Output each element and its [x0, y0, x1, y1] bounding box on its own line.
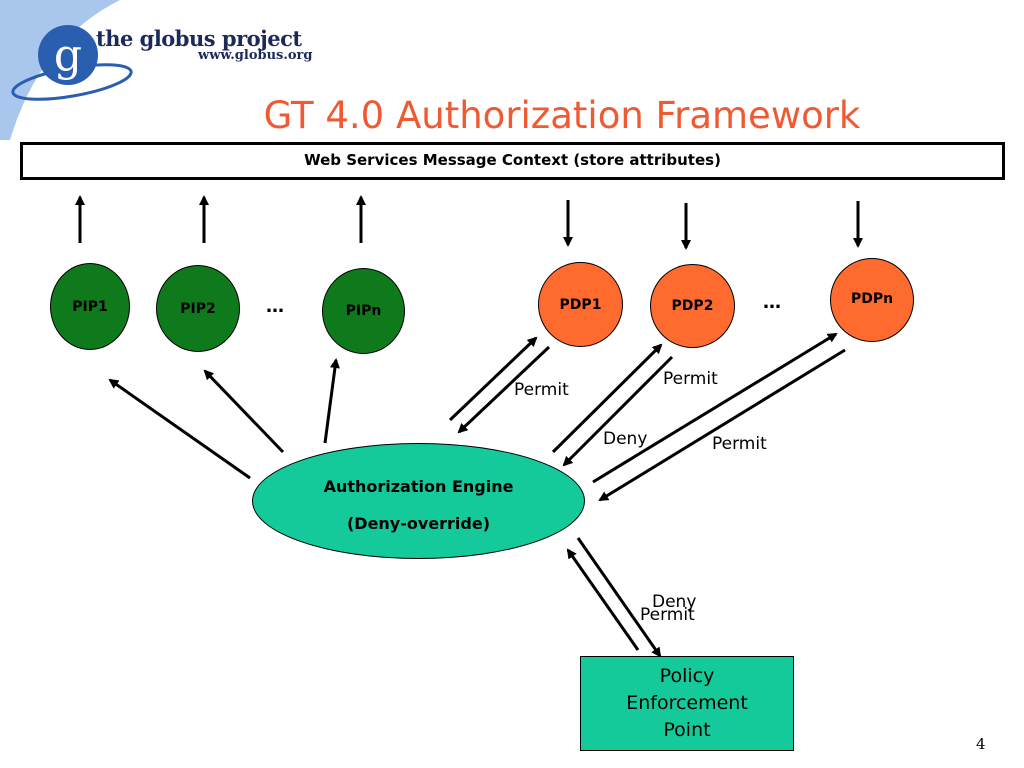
pdpn-permit-label: Permit — [712, 434, 767, 454]
engine-to-pipn-arrow — [323, 358, 340, 444]
swoosh-shape — [0, 0, 120, 140]
logo-name: the globus project — [96, 26, 302, 51]
pdpn-node: PDPn — [830, 258, 914, 342]
pdp1-node: PDP1 — [538, 262, 623, 347]
engine-to-pep-arrow — [576, 537, 662, 658]
pdpn-to-engine-arrow — [598, 348, 846, 502]
pip2-label: PIP2 — [180, 300, 216, 317]
page-number: 4 — [976, 735, 986, 753]
pdp2-label: PDP2 — [671, 298, 714, 314]
corner-swoosh: g — [0, 0, 133, 140]
engine-to-pdp2-arrow — [551, 343, 663, 454]
pip1-node: PIP1 — [50, 263, 130, 350]
pep-permit-label: Permit — [640, 605, 695, 625]
pip-ellipsis: … — [266, 296, 284, 317]
pip2-node: PIP2 — [156, 265, 240, 352]
logo-circle — [38, 25, 98, 85]
pip1-label: PIP1 — [72, 298, 108, 315]
engine-to-pip1-arrow — [108, 378, 251, 480]
engine-to-pdpn-arrow — [592, 332, 838, 484]
policy-enforcement-point: Policy Enforcement Point — [580, 656, 794, 751]
pdp2-to-engine-arrow — [562, 355, 674, 467]
pdp2-deny-label: Deny — [603, 429, 648, 449]
engine-to-pdp1-arrow — [448, 336, 538, 422]
engine-title: Authorization Engine — [323, 477, 514, 496]
pdp1-label: PDP1 — [559, 296, 602, 313]
message-context-label: Web Services Message Context (store attr… — [304, 151, 721, 169]
pipn-node: PIPn — [322, 268, 405, 354]
engine-policy: (Deny-override) — [346, 514, 491, 533]
pdp2-permit-label: Permit — [663, 369, 718, 389]
logo-letter: g — [54, 30, 82, 81]
logo-orbit — [11, 63, 133, 101]
pdp-ellipsis: … — [763, 292, 781, 313]
pipn-label: PIPn — [345, 303, 382, 319]
pdpn-label: PDPn — [850, 291, 894, 307]
message-context-bar: Web Services Message Context (store attr… — [20, 142, 1005, 180]
pep-line3: Point — [663, 719, 711, 741]
logo-url: www.globus.org — [198, 48, 313, 63]
pdp1-permit-label: Permit — [514, 380, 569, 400]
pep-line2: Enforcement — [626, 692, 748, 714]
pdp1-to-engine-arrow — [457, 345, 551, 434]
pep-to-engine-arrow — [566, 548, 640, 651]
authorization-engine: Authorization Engine (Deny-override) — [252, 443, 585, 559]
pep-line1: Policy — [659, 665, 715, 687]
pep-deny-label: Deny — [652, 592, 697, 612]
page-title: GT 4.0 Authorization Framework — [263, 94, 861, 137]
engine-to-pip2-arrow — [203, 369, 285, 454]
pdp2-node: PDP2 — [650, 264, 735, 348]
